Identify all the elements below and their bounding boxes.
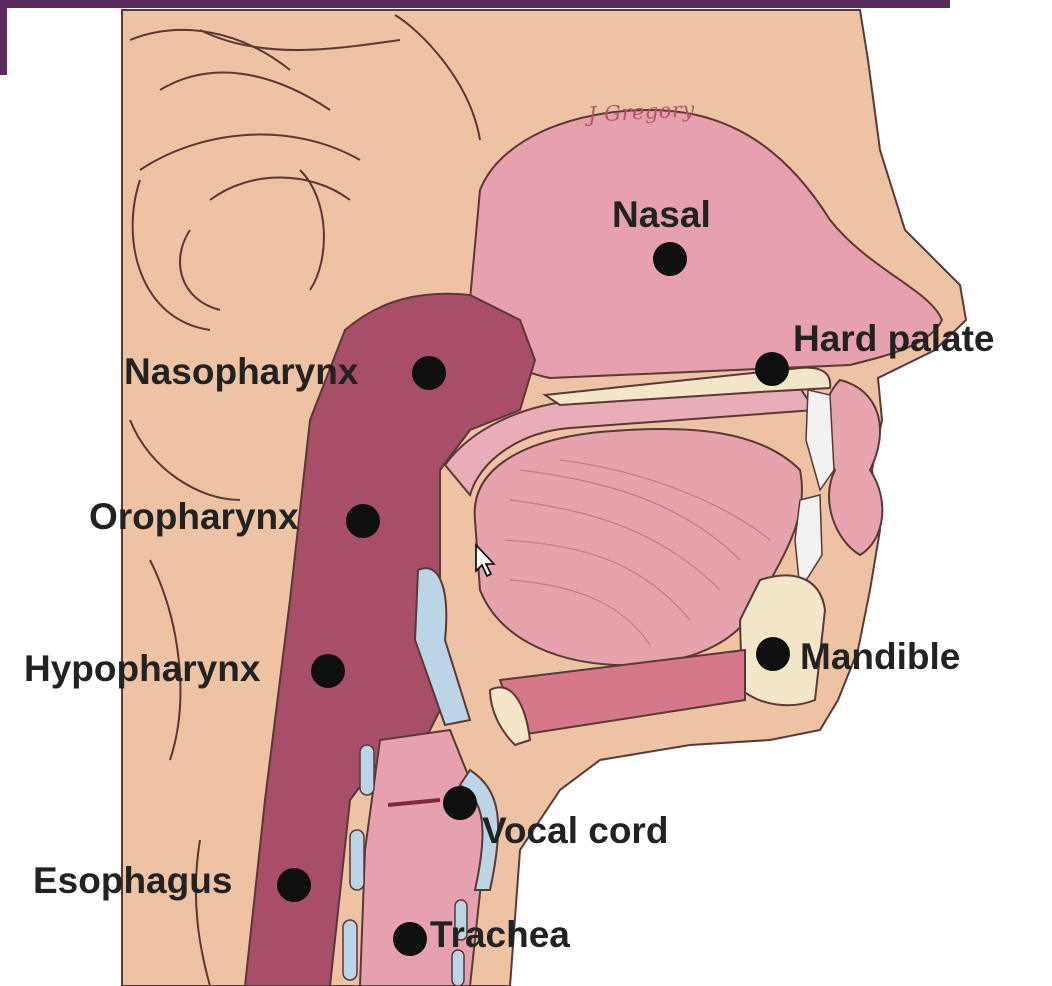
mouse-pointer-icon: [474, 543, 498, 579]
esophagus-marker: [277, 868, 311, 902]
nasopharynx-marker: [412, 356, 446, 390]
label-vocal-cord: Vocal cord: [482, 812, 668, 849]
label-trachea: Trachea: [430, 916, 570, 953]
top-frame-bar: [0, 0, 950, 8]
label-hypopharynx: Hypopharynx: [24, 650, 260, 687]
vocal-cord-marker: [443, 786, 477, 820]
label-esophagus: Esophagus: [33, 862, 232, 899]
hard-palate-marker: [755, 352, 789, 386]
trachea-marker: [393, 922, 427, 956]
label-nasal: Nasal: [612, 196, 711, 233]
oropharynx-marker: [346, 504, 380, 538]
label-oropharynx: Oropharynx: [89, 498, 299, 535]
label-nasopharynx: Nasopharynx: [124, 353, 358, 390]
hypopharynx-marker: [311, 654, 345, 688]
label-mandible: Mandible: [800, 638, 960, 675]
mandible-marker: [756, 637, 790, 671]
nasal-marker: [653, 242, 687, 276]
left-frame-bar: [0, 0, 7, 75]
label-hard-palate: Hard palate: [793, 320, 995, 357]
